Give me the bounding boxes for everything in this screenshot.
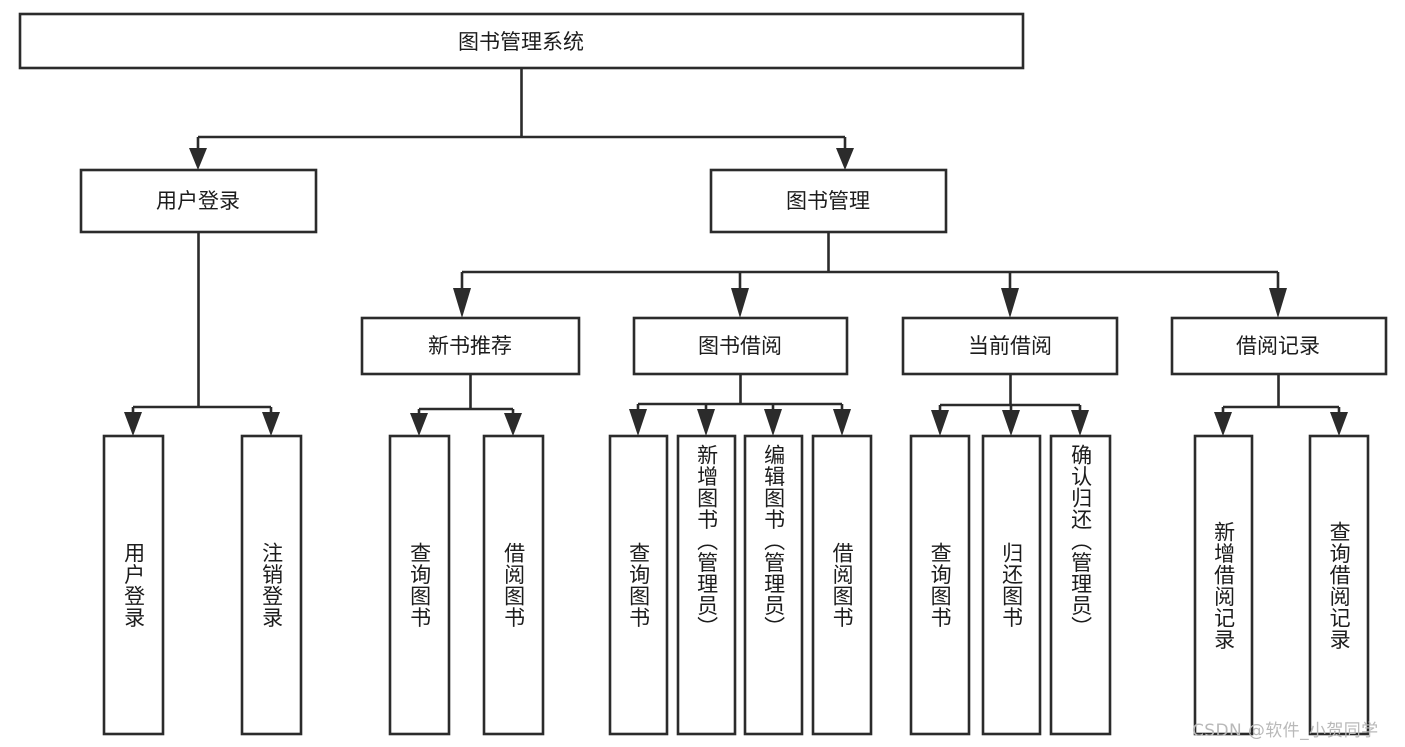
connectors-bookmgmt-to-level3 [453,232,1287,318]
node-book-borrow-label: 图书借阅 [698,334,782,358]
leaf-box-confirm-return[interactable] [1049,434,1112,736]
arrow-icon [410,413,428,436]
node-current-borrow[interactable]: 当前借阅 [901,316,1119,376]
node-root[interactable]: 图书管理系统 [18,12,1025,70]
node-book-management[interactable]: 图书管理 [709,168,948,234]
connectors-userlogin-to-leaves [124,232,280,436]
connectors-newbook-to-leaves [410,374,522,436]
arrow-icon [124,412,142,436]
arrow-icon [1001,288,1019,318]
arrow-icon [189,148,207,170]
leaf-box-logout[interactable] [240,434,303,736]
arrow-icon [453,288,471,318]
leaf-box-add-borrow-record[interactable] [1193,434,1254,736]
connectors-currentborrow-to-leaves [931,374,1089,436]
leaf-box-borrow-book-1[interactable] [482,434,545,736]
arrow-icon [1071,410,1089,436]
leaf-box-query-book-2[interactable] [608,434,669,736]
leaf-box-query-borrow-record[interactable] [1308,434,1370,736]
arrow-icon [1214,412,1232,436]
node-current-borrow-label: 当前借阅 [968,334,1052,358]
arrow-icon [262,412,280,436]
leaf-box-user-login[interactable] [102,434,165,736]
leaf-box-add-book[interactable] [676,434,737,736]
arrow-icon [697,409,715,436]
leaf-box-query-book-3[interactable] [909,434,971,736]
leaf-box-edit-book[interactable] [743,434,804,736]
node-root-label: 图书管理系统 [458,30,584,54]
arrow-icon [1269,288,1287,318]
node-new-book-recommend[interactable]: 新书推荐 [360,316,581,376]
arrow-icon [833,409,851,436]
arrow-icon [764,409,782,436]
node-new-book-recommend-label: 新书推荐 [428,334,512,358]
node-borrow-record[interactable]: 借阅记录 [1170,316,1388,376]
arrow-icon [836,148,854,170]
node-borrow-record-label: 借阅记录 [1236,334,1320,358]
leaf-box-query-book-1[interactable] [388,434,451,736]
arrow-icon [1002,410,1020,436]
connectors-borrowrecord-to-leaves [1214,374,1348,436]
csdn-watermark: CSDN @软件_小贺同学 [1192,721,1379,741]
leaf-box-return-book[interactable] [981,434,1042,736]
connectors-root-to-level2 [189,68,854,170]
node-user-login[interactable]: 用户登录 [79,168,318,234]
node-book-management-label: 图书管理 [786,189,870,213]
arrow-icon [931,410,949,436]
arrow-icon [629,409,647,436]
leaf-box-borrow-book-2[interactable] [811,434,873,736]
node-user-login-label: 用户登录 [156,189,240,213]
arrow-icon [1330,412,1348,436]
leaf-boxes [102,434,1370,736]
connectors-bookborrow-to-leaves [629,374,851,436]
node-book-borrow[interactable]: 图书借阅 [632,316,849,376]
arrow-icon [504,413,522,436]
arrow-icon [731,288,749,318]
